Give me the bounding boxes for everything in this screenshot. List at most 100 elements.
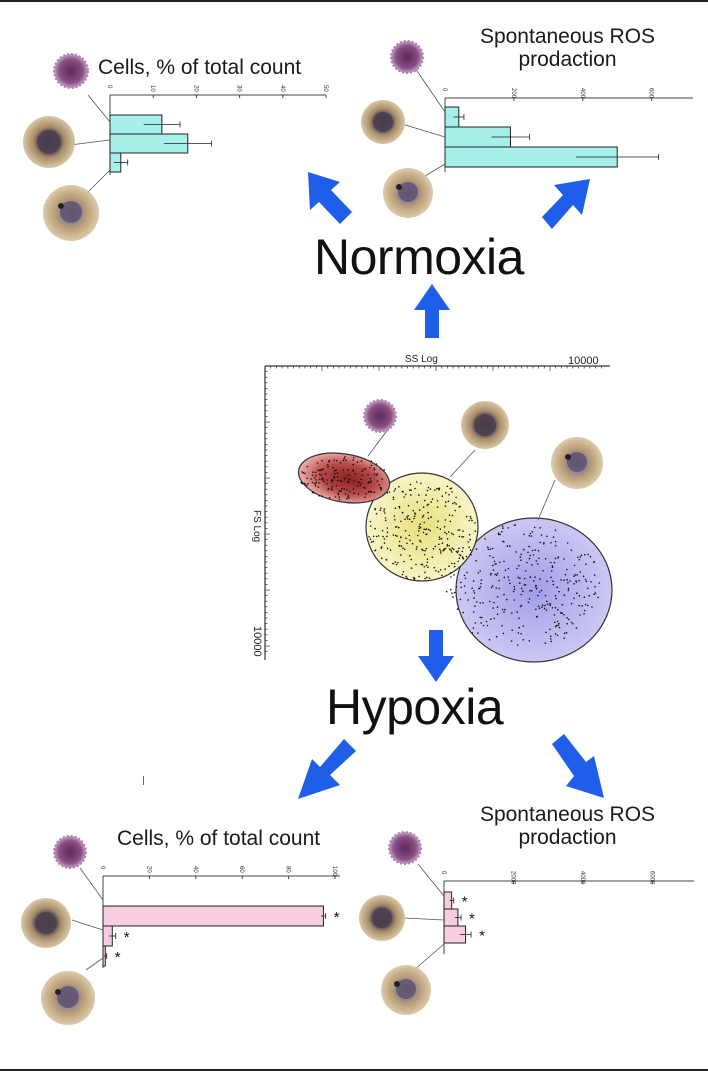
event-dot [386, 527, 389, 529]
event-dot [372, 535, 375, 538]
event-dot [535, 560, 538, 562]
event-dot [553, 561, 556, 564]
event-dot [394, 507, 397, 509]
event-dot [520, 559, 522, 561]
event-dot [337, 493, 340, 496]
event-dot [380, 488, 382, 491]
event-dot [444, 531, 446, 534]
event-dot [563, 637, 565, 639]
event-dot [418, 530, 420, 532]
event-dot [560, 612, 563, 615]
event-dot [455, 496, 457, 499]
event-dot [499, 561, 501, 564]
event-dot [473, 592, 476, 594]
event-dot [318, 495, 320, 497]
event-dot [453, 574, 455, 576]
arrow-down-right-icon [552, 734, 604, 798]
event-dot [451, 514, 454, 517]
event-dot [422, 514, 425, 517]
event-dot [561, 603, 564, 606]
event-dot [495, 587, 498, 589]
event-dot [468, 533, 471, 536]
hypoxia-label: Hypoxia [326, 679, 504, 735]
tick-label: 0 [441, 88, 447, 92]
event-dot [361, 474, 364, 477]
event-dot [384, 517, 387, 519]
event-dot [453, 501, 456, 504]
event-dot [435, 569, 437, 572]
event-dot [347, 494, 350, 497]
event-dot [457, 550, 459, 552]
event-dot [356, 461, 359, 463]
event-dot [549, 604, 551, 606]
event-dot [425, 528, 428, 530]
event-dot [453, 565, 456, 568]
event-dot [459, 554, 462, 557]
event-dot [458, 535, 461, 538]
event-dot [474, 605, 476, 607]
event-dot [326, 483, 328, 485]
event-dot [462, 536, 465, 538]
event-dot [319, 469, 321, 472]
event-dot [335, 469, 337, 471]
event-dot [458, 557, 461, 559]
event-dot [410, 494, 412, 496]
event-dot [394, 534, 397, 537]
event-dot [461, 536, 463, 538]
event-dot [513, 585, 516, 588]
y-axis-label: FS Log [251, 510, 262, 542]
event-dot [315, 481, 317, 484]
event-dot [554, 607, 557, 609]
arrow-down-left-icon [298, 739, 356, 799]
event-dot [549, 628, 551, 631]
event-dot [566, 542, 569, 544]
event-dot [403, 496, 405, 498]
event-dot [489, 548, 492, 550]
event-dot [352, 469, 354, 471]
event-dot [397, 562, 399, 564]
event-dot [333, 477, 335, 479]
event-dot [439, 528, 442, 530]
event-dot [427, 503, 430, 506]
event-dot [347, 469, 349, 471]
event-dot [347, 496, 349, 498]
event-dot [520, 593, 522, 596]
tick-label: 0 [106, 85, 112, 89]
event-dot [444, 568, 446, 570]
event-dot [408, 518, 411, 520]
event-dot [374, 508, 376, 510]
medium-cell-icon [23, 116, 75, 168]
event-dot [427, 486, 430, 489]
event-dot [533, 580, 535, 582]
event-dot [455, 586, 458, 588]
event-dot [526, 561, 528, 564]
event-dot [414, 487, 416, 490]
event-dot [449, 572, 452, 574]
event-dot [517, 576, 519, 579]
event-dot [511, 629, 513, 631]
event-dot [591, 606, 593, 608]
event-dot [408, 534, 411, 537]
event-dot [462, 530, 464, 532]
event-dot [364, 496, 366, 498]
event-dot [332, 466, 334, 469]
event-dot [336, 472, 339, 474]
event-dot [546, 603, 549, 606]
event-dot [358, 481, 361, 484]
event-dot [400, 536, 402, 539]
event-dot [538, 557, 540, 560]
event-dot [315, 479, 317, 481]
event-dot [413, 578, 415, 580]
event-dot [419, 539, 421, 542]
event-dot [353, 492, 355, 494]
event-dot [558, 626, 561, 629]
event-dot [301, 471, 303, 473]
event-dot [419, 526, 422, 529]
event-dot [376, 473, 379, 475]
event-dot [401, 490, 404, 493]
event-dot [528, 640, 531, 642]
event-dot [430, 516, 432, 518]
event-dot [554, 625, 557, 628]
event-dot [373, 473, 376, 475]
tick-label: 60 [238, 866, 244, 873]
